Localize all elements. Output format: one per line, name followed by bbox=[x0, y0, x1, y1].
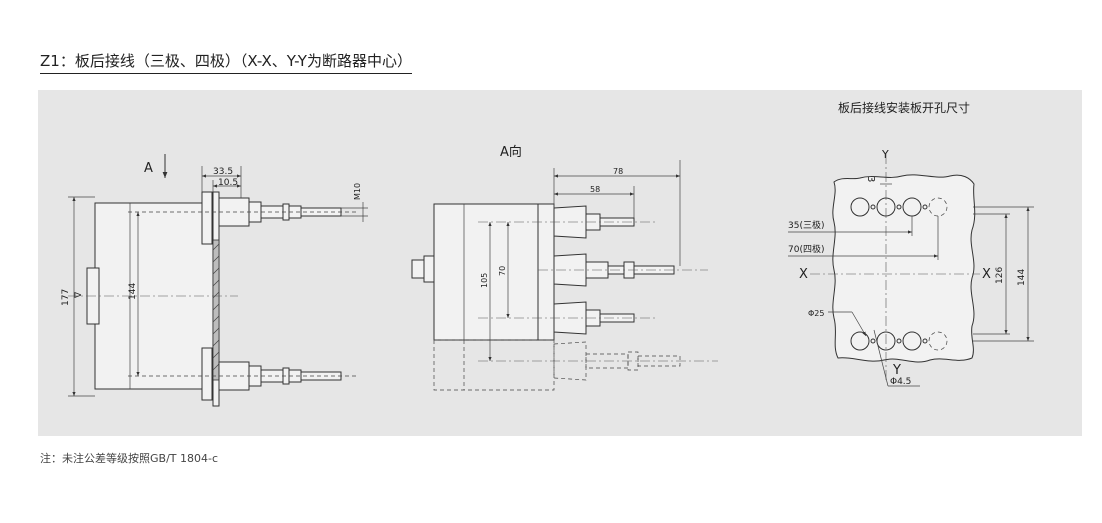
dim-10-5: 10.5 bbox=[218, 178, 238, 188]
front-view: A向 bbox=[411, 144, 718, 391]
upper-terminal bbox=[218, 197, 342, 227]
dim-105: 105 bbox=[480, 273, 489, 288]
view-a-label: A bbox=[144, 161, 153, 176]
dim-35: 35(三极) bbox=[788, 219, 824, 231]
fourth-pole-dashed bbox=[433, 339, 681, 391]
view-a-direction-label: A向 bbox=[500, 144, 522, 160]
technical-drawing: A ∇ bbox=[61, 100, 1034, 407]
cutout-view: 板后接线安装板开孔尺寸 bbox=[788, 100, 1034, 387]
dim-33-5: 33.5 bbox=[213, 167, 233, 177]
handle-mark: ∇ bbox=[74, 291, 84, 299]
axis-x-right: X bbox=[982, 267, 991, 282]
dim-phi45: Φ4.5 bbox=[890, 377, 911, 387]
dim-m10: M10 bbox=[353, 183, 362, 200]
page-title: Z1：板后接线（三极、四极）（X-X、Y-Y为断路器中心） bbox=[40, 50, 412, 74]
cutout-title: 板后接线安装板开孔尺寸 bbox=[838, 100, 970, 115]
dim-70-front: 70 bbox=[498, 266, 507, 276]
dim-phi25: Φ25 bbox=[808, 309, 824, 318]
front-body bbox=[433, 203, 555, 341]
mounting-plate-outline bbox=[832, 174, 976, 363]
dim-58: 58 bbox=[590, 185, 600, 194]
dim-70-cutout: 70(四极) bbox=[788, 243, 824, 255]
axis-x-left: X bbox=[799, 267, 808, 282]
dim-144-cutout: 144 bbox=[1017, 269, 1027, 286]
dim-126: 126 bbox=[995, 267, 1005, 284]
lower-terminal bbox=[218, 361, 342, 391]
footnote: 注：未注公差等级按照GB/T 1804-c bbox=[40, 452, 219, 465]
axis-y-bottom: Y bbox=[892, 363, 901, 378]
axis-y-top: Y bbox=[881, 148, 889, 161]
dim-3: 3 bbox=[865, 176, 876, 182]
holes-bottom-row bbox=[850, 331, 948, 351]
drawing-panel: A ∇ bbox=[38, 90, 1082, 436]
side-view: A ∇ bbox=[61, 154, 368, 407]
dim-78: 78 bbox=[613, 167, 623, 176]
dim-144-side: 144 bbox=[128, 283, 138, 300]
dim-177: 177 bbox=[61, 289, 71, 306]
